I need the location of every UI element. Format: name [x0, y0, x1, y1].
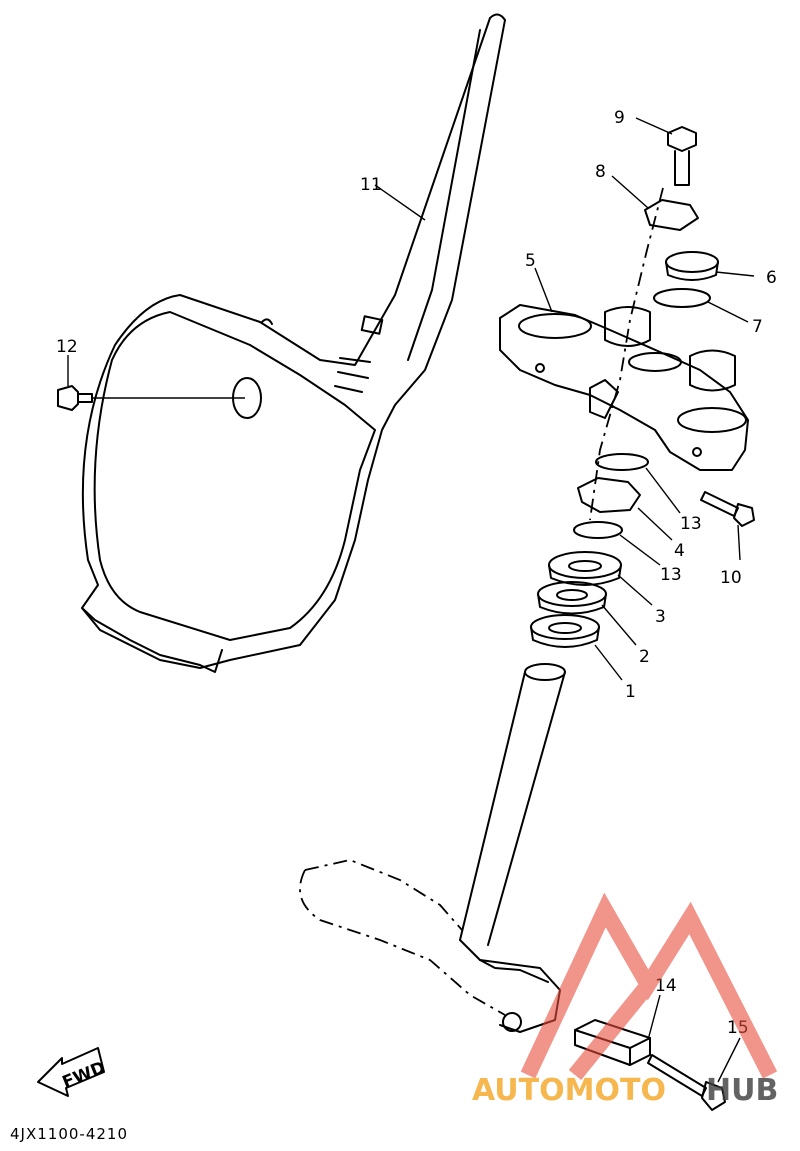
leader-lines: [67, 117, 755, 1083]
frame-outline: [299, 859, 506, 1016]
clamp-14: [574, 1019, 651, 1066]
bolt-10: [700, 491, 755, 527]
watermark: AUTOMOTO HUB: [472, 892, 778, 1108]
watermark-brand-b: HUB: [706, 1073, 778, 1108]
callout-13b: 13: [660, 565, 682, 585]
washer-13a: [595, 453, 649, 471]
watermark-brand-a: AUTOMOTO: [472, 1073, 666, 1108]
bolt-15: [647, 1054, 726, 1111]
bolt-9: [667, 126, 697, 186]
fwd-label: FWD: [60, 1058, 109, 1093]
bearing-3: [548, 551, 622, 586]
callout-3: 3: [655, 607, 666, 627]
callout-4: 4: [674, 541, 685, 561]
callouts: 1 2 3 4 5 6 7 8 9 10 11 12 13 13 14 15: [56, 108, 777, 1038]
callout-1: 1: [625, 682, 636, 702]
bolt-12: [57, 385, 245, 411]
watermark-logo: [520, 892, 778, 1081]
upper-bracket: [499, 304, 749, 471]
cap-6: [665, 251, 719, 281]
callout-11: 11: [360, 175, 382, 195]
number-plate: [81, 13, 506, 673]
cap-8: [644, 199, 699, 231]
steering-stem: [459, 663, 566, 1033]
callout-7: 7: [752, 317, 763, 337]
callout-5: 5: [525, 251, 536, 271]
seal-1: [530, 614, 600, 648]
bearing-2: [537, 581, 607, 615]
callout-12: 12: [56, 337, 78, 357]
callout-9: 9: [614, 108, 625, 128]
part-code: 4JX1100-4210: [10, 1125, 128, 1143]
callout-2: 2: [639, 647, 650, 667]
washer-7: [653, 288, 711, 308]
callout-10: 10: [720, 568, 742, 588]
callout-8: 8: [595, 162, 606, 182]
callout-14: 14: [655, 976, 677, 996]
callout-13a: 13: [680, 514, 702, 534]
nut-4: [577, 477, 641, 513]
fwd-arrow: FWD: [37, 1047, 109, 1097]
callout-6: 6: [766, 268, 777, 288]
washer-13b: [573, 521, 623, 539]
